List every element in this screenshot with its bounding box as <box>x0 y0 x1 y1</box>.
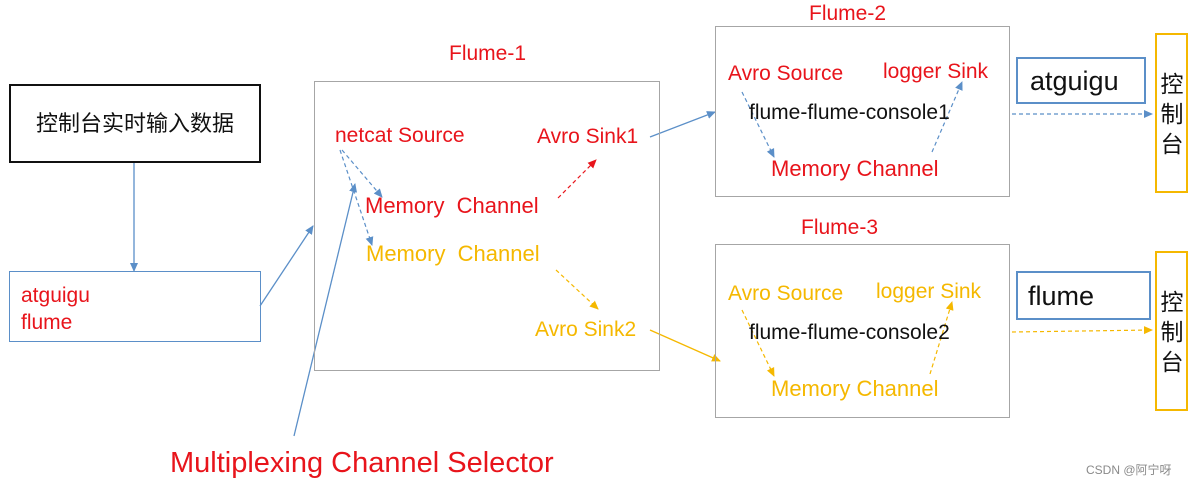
flume3-title: Flume-3 <box>801 216 879 239</box>
multiplexing-selector-label: Multiplexing Channel Selector <box>170 447 554 479</box>
output2-value: flume <box>1028 281 1095 311</box>
flume1-title: Flume-1 <box>449 42 527 65</box>
input-data-box: atguigu flume <box>9 271 261 342</box>
console-input-box: 控制台实时输入数据 <box>9 84 261 163</box>
flume1-sink1: Avro Sink1 <box>537 125 639 148</box>
flume3-agent-box <box>715 244 1010 418</box>
console2-box: 控 制 台 <box>1155 251 1188 411</box>
flume2-name: flume-flume-console1 <box>749 101 950 124</box>
console2-char-2: 制 <box>1160 319 1184 345</box>
flume2-source: Avro Source <box>728 62 844 85</box>
flume2-sink: logger Sink <box>883 60 989 83</box>
flume1-channel-yellow: Memory Channel <box>366 241 540 266</box>
flume2-agent-box <box>715 26 1010 197</box>
input-data-line2: flume <box>21 311 73 334</box>
flume2-channel: Memory Channel <box>771 156 939 181</box>
arrow-f3-to-console2 <box>1011 326 1153 335</box>
flume1-source: netcat Source <box>335 124 465 147</box>
console1-char-3: 台 <box>1160 131 1184 157</box>
console2-char-1: 控 <box>1160 289 1184 315</box>
output2-value-box: flume <box>1016 271 1151 320</box>
output1-value: atguigu <box>1030 66 1119 96</box>
watermark: CSDN @阿宁呀 <box>1086 463 1172 477</box>
output1-value-box: atguigu <box>1016 57 1146 104</box>
flume1-channel-red: Memory Channel <box>365 193 539 218</box>
console1-char-1: 控 <box>1160 71 1184 97</box>
flume3-channel: Memory Channel <box>771 376 939 401</box>
console1-box: 控 制 台 <box>1155 33 1188 193</box>
console1-char-2: 制 <box>1160 101 1184 127</box>
flume3-name: flume-flume-console2 <box>749 321 950 344</box>
input-data-line1: atguigu <box>21 284 90 307</box>
flume1-agent-box <box>314 81 660 371</box>
flume3-source: Avro Source <box>728 282 844 305</box>
flume2-title: Flume-2 <box>809 2 887 25</box>
flume3-sink: logger Sink <box>876 280 982 303</box>
arrow-sink2-to-flume3 <box>649 329 721 362</box>
arrow-data-to-flume1 <box>259 225 314 307</box>
flume1-sink2: Avro Sink2 <box>535 318 637 341</box>
console-input-label: 控制台实时输入数据 <box>35 111 234 136</box>
console2-char-3: 台 <box>1160 349 1184 375</box>
